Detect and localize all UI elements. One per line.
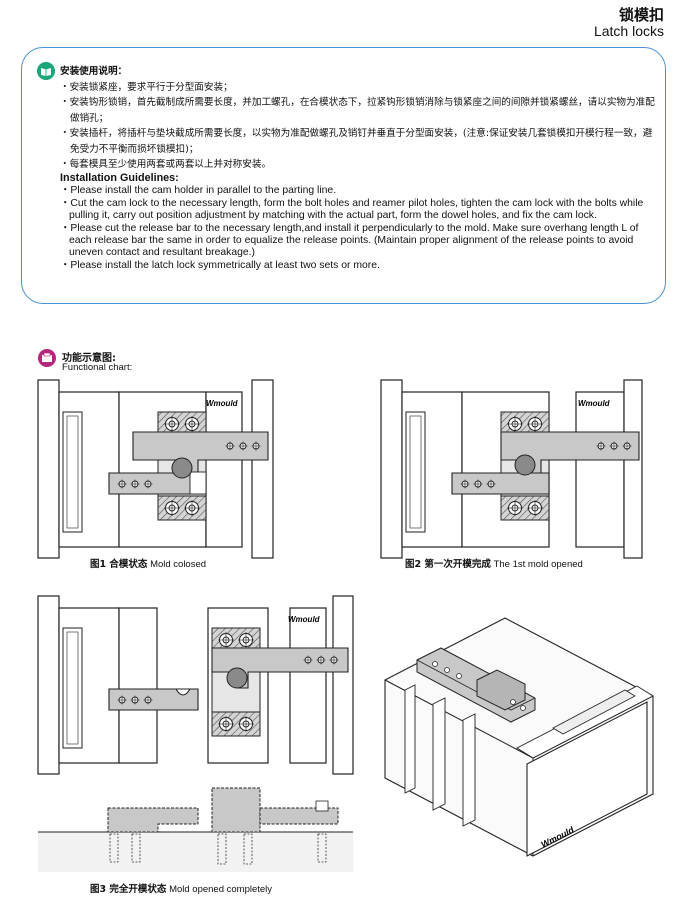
figure-2-caption: 图2 第一次开模完成 The 1st mold opened [405, 556, 583, 570]
figure-1-label-cn: 图1 合模状态 [90, 559, 148, 570]
guidelines-title-en: Installation Guidelines: [60, 172, 179, 184]
guideline-item-en: ・Please install the cam holder in parall… [60, 185, 337, 197]
figure-3-diagram: Wmould [37, 595, 354, 872]
guideline-item-cn: ・安装钩形锁销，首先截制成所需要长度，并加工螺孔，在合模状态下，拉紧钩形锁销消除… [60, 97, 655, 124]
figure-3-label-en: Mold opened completely [169, 884, 273, 895]
guideline-item-cn: ・每套模具至少使用两套或两套以上并对称安装。 [60, 159, 272, 170]
guideline-item-en: ・Please install the latch lock symmetric… [60, 259, 380, 271]
guidelines-cn: 安装使用说明： ・安装锁紧座，要求平行于分型面安装； ・安装钩形锁销，首先截制成… [60, 64, 660, 173]
guideline-item-en: ・Cut the cam lock to the necessary lengt… [60, 197, 644, 222]
functional-chart-title-en: Functional chart: [62, 362, 133, 373]
brand-label: Wmould [206, 399, 239, 408]
guidelines-title-cn: 安装使用说明： [60, 66, 128, 77]
figure-2-label-cn: 图2 第一次开模完成 [405, 559, 491, 570]
book-icon [37, 62, 55, 80]
figure-3-label-cn: 图3 完全开模状态 [90, 884, 167, 895]
page-title-cn: 锁模扣 [618, 6, 664, 24]
functional-chart-title-cn: 功能示意图: [62, 353, 116, 364]
figure-1-diagram: Wmould [37, 379, 274, 559]
brand-label: Wmould [578, 399, 611, 408]
isometric-mold-illustration: Wmould [384, 617, 654, 857]
guideline-item-cn: ・安装锁紧座，要求平行于分型面安装； [60, 81, 233, 93]
guidelines-en: Installation Guidelines: ・Please install… [60, 172, 645, 272]
guideline-item-en: ・Please cut the release bar to the neces… [60, 222, 639, 259]
figure-1-caption: 图1 合模状态 Mold colosed [90, 556, 206, 570]
page-title-en: Latch locks [593, 23, 664, 39]
guideline-item-cn: ・安装插杆，将插杆与垫块截成所需要长度，以实物为准配做螺孔及销钉并垂直于分型面安… [60, 128, 653, 155]
brand-label: Wmould [288, 615, 321, 624]
figure-2-diagram: Wmould [380, 379, 643, 559]
guidelines-panel [21, 47, 666, 304]
figure-2-label-en: The 1st mold opened [493, 559, 583, 570]
figure-1-label-en: Mold colosed [150, 559, 207, 570]
chart-icon [38, 349, 56, 367]
figure-3-caption: 图3 完全开模状态 Mold opened completely [90, 881, 272, 895]
